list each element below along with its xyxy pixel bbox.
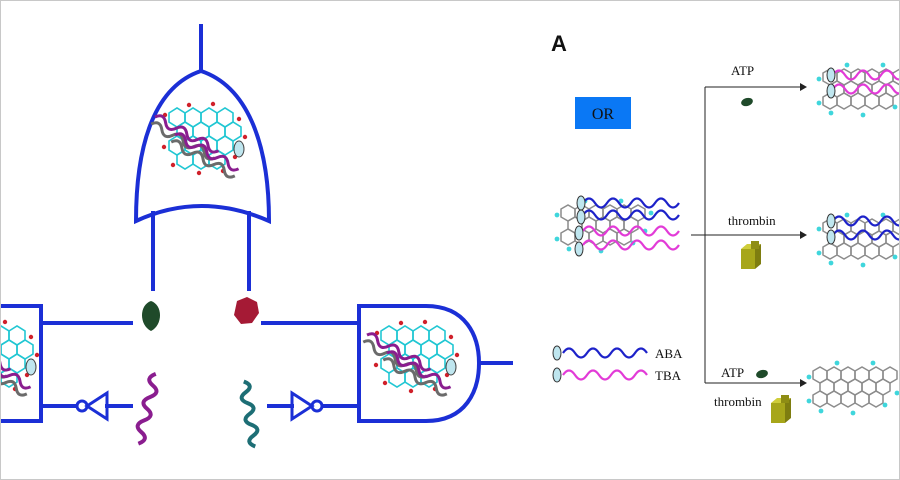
- inverter-right-triangle: [290, 390, 315, 422]
- branch-1-product-complex: [815, 61, 899, 119]
- panel-label: A: [551, 31, 567, 56]
- panel-a: A OR ATP: [551, 31, 899, 423]
- branch-3-input-label-2: thrombin: [714, 394, 762, 409]
- tba-strand-input: [239, 379, 260, 449]
- branch-1-input-label: ATP: [731, 63, 754, 78]
- thrombin-molecule-branch-3: [771, 395, 791, 423]
- logic-circuit: [1, 24, 513, 449]
- atp-molecule: [741, 97, 753, 107]
- aba-strand-input: [135, 371, 159, 446]
- thrombin-molecule: [741, 241, 761, 269]
- legend-label-tba: TBA: [655, 368, 682, 383]
- branch-arrows: [691, 83, 807, 387]
- inverter-left-triangle: [84, 390, 109, 422]
- branch-2-input-label: thrombin: [728, 213, 776, 228]
- atp-molecule-branch-3: [756, 369, 768, 379]
- or-box-label: OR: [592, 106, 615, 123]
- branch-3-input-label-1: ATP: [721, 365, 744, 380]
- legend: ABA TBA: [552, 345, 683, 383]
- branch-3-product-bare-graphene: [805, 359, 899, 417]
- legend-entry-tba: TBA: [552, 367, 682, 383]
- or-logic-box: OR: [575, 97, 631, 129]
- thrombin-molecule-input: [234, 297, 259, 324]
- branch-2-product-complex: [815, 211, 899, 269]
- legend-entry-aba: ABA: [552, 345, 683, 361]
- or-box: [575, 97, 631, 129]
- initial-graphene-aptamer-complex: [553, 195, 681, 257]
- atp-molecule-input: [142, 301, 160, 331]
- and-gate-left: [1, 304, 43, 423]
- legend-label-aba: ABA: [655, 346, 683, 361]
